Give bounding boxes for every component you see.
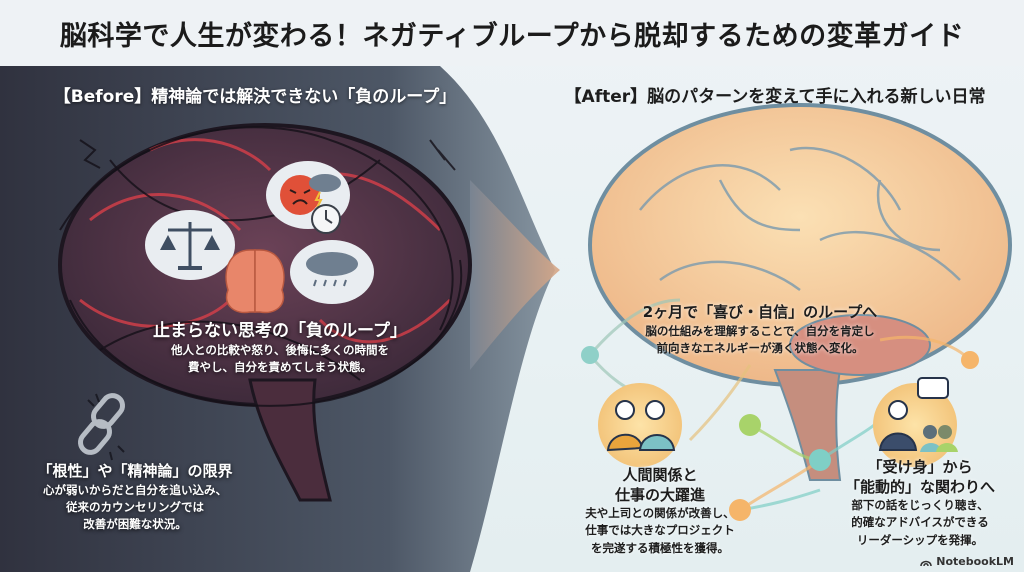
joy-loop-title: 2ヶ月で「喜び・自信」のループへ: [642, 303, 878, 321]
after-section-heading: 【After】脳のパターンを変えて手に入れる新しい日常: [564, 87, 986, 107]
relationships-line-1: 夫や上司との関係が改善し、: [585, 506, 735, 520]
rain-cloud-icon: [290, 240, 374, 304]
brain-icon: [225, 249, 285, 314]
willpower-limit-line-3: 改善が困難な状況。: [83, 517, 187, 531]
relationships-line-2: 仕事では大きなプロジェクト: [585, 523, 735, 538]
proactive-line-2: 的確なアドバイスができる: [851, 515, 989, 530]
negative-loop-line-2: 費やし、自分を責めてしまう状態。: [188, 360, 372, 375]
joy-loop-block: 2ヶ月で「喜び・自信」のループへ 脳の仕組みを理解することで、自分を肯定し 前向…: [590, 303, 930, 357]
negative-loop-block: 止まらない思考の「負のループ」 他人との比較や怒り、後悔に多くの時間を 費やし、…: [120, 320, 440, 377]
brand-watermark: NotebookLM: [920, 555, 1014, 568]
handshake-people-icon: [598, 383, 682, 467]
proactive-line-1: 部下の話をじっくり聴き、: [851, 498, 989, 512]
joy-loop-line-1: 脳の仕組みを理解することで、自分を肯定し: [645, 323, 875, 338]
proactive-block: 「受け身」から 「能動的」な関わりへ 部下の話をじっくり聴き、 的確なアドバイス…: [825, 458, 1015, 549]
negative-brain-illustration: [58, 123, 472, 502]
relationships-title-2: 仕事の大躍進: [614, 485, 705, 504]
positive-brain-illustration: [588, 103, 1012, 481]
before-section-heading: 【Before】精神論では解決できない「負のループ」: [53, 87, 457, 107]
leader-speaking-icon: [873, 377, 958, 467]
network-nodes: [581, 346, 979, 521]
willpower-limit-title: 「根性」や「精神論」の限界: [37, 462, 233, 480]
storm-cloud-icon: [309, 174, 341, 209]
joy-loop-line-2: 前向きなエネルギーが湧く状態へ変化。: [656, 340, 864, 355]
proactive-line-3: リーダーシップを発揮。: [856, 532, 984, 547]
transition-arrow: [470, 180, 560, 370]
relationships-line-3: を完遂する積極性を獲得。: [591, 540, 729, 555]
willpower-limit-line-1: 心が弱いからだと自分を追い込み、: [43, 482, 227, 497]
relationships-title-1: 人間関係と: [622, 466, 698, 484]
proactive-title-2: 「能動的」な関わりへ: [844, 477, 995, 496]
proactive-title-1: 「受け身」から: [867, 458, 973, 476]
willpower-limit-block: 「根性」や「精神論」の限界 心が弱いからだと自分を追い込み、 従来のカウンセリン…: [10, 462, 260, 533]
scales-icon: [145, 210, 235, 280]
page-title: 脳科学で人生が変わる！ネガティブループから脱却するための変革ガイド: [0, 0, 1024, 66]
clock-icon: [311, 204, 341, 234]
brand-name: NotebookLM: [936, 555, 1014, 568]
notebooklm-logo-icon: [920, 560, 932, 566]
relationships-block: 人間関係と 仕事の大躍進 夫や上司との関係が改善し、 仕事では大きなプロジェクト…: [555, 466, 765, 557]
broken-chain-icon: [78, 393, 125, 461]
negative-loop-line-1: 他人との比較や怒り、後悔に多くの時間を: [171, 343, 389, 358]
negative-loop-title: 止まらない思考の「負のループ」: [153, 321, 407, 341]
willpower-limit-line-2: 従来のカウンセリングでは: [66, 499, 204, 514]
